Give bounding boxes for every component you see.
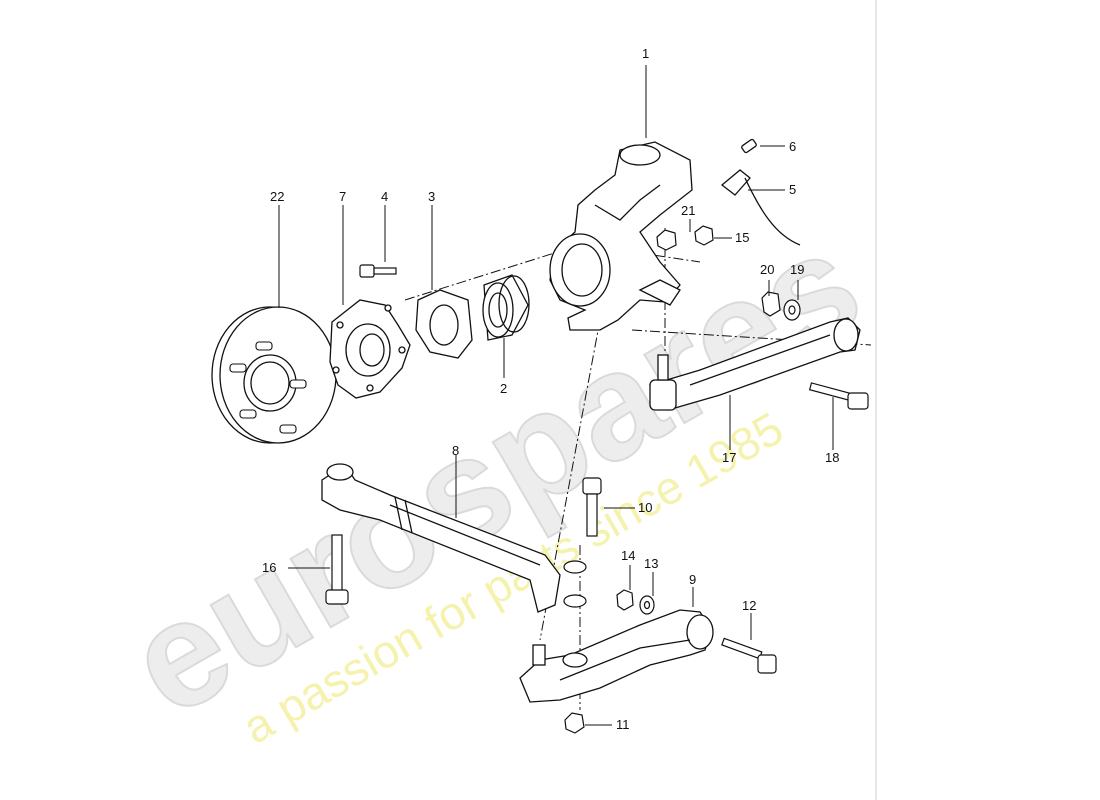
callout-21: 21 — [681, 203, 695, 218]
leader-lines — [278, 65, 834, 726]
bearing-part — [482, 274, 530, 341]
hub-flange-part — [329, 299, 411, 399]
brake-disc-part — [211, 306, 337, 444]
callout-7: 7 — [339, 189, 346, 204]
callout-2: 2 — [500, 381, 507, 396]
control-arm-part-9 — [519, 609, 714, 703]
callout-13: 13 — [644, 556, 658, 571]
callout-1: 1 — [642, 46, 649, 61]
callout-20: 20 — [760, 262, 774, 277]
callout-9: 9 — [689, 572, 696, 587]
retaining-plate-part — [415, 289, 473, 359]
bolt-part-4 — [359, 264, 397, 278]
callout-18: 18 — [825, 450, 839, 465]
callout-16: 16 — [262, 560, 276, 575]
link-part-17 — [648, 317, 861, 411]
callout-5: 5 — [789, 182, 796, 197]
spacer-washers — [563, 560, 587, 608]
wheel-carrier-part — [549, 141, 693, 331]
callout-22: 22 — [270, 189, 284, 204]
bolt-part-12 — [721, 637, 777, 674]
control-arm-part-8 — [321, 463, 561, 613]
callout-4: 4 — [381, 189, 388, 204]
bolt-part-18 — [808, 382, 869, 410]
nut-part-11 — [564, 712, 585, 734]
nuts-washers — [656, 225, 801, 321]
callout-6: 6 — [789, 139, 796, 154]
bolt-part-10 — [582, 477, 602, 537]
callout-12: 12 — [742, 598, 756, 613]
bolt-part-16 — [325, 534, 349, 605]
callout-19: 19 — [790, 262, 804, 277]
callout-3: 3 — [428, 189, 435, 204]
nut-washer-13-14 — [616, 589, 655, 615]
callout-17: 17 — [722, 450, 736, 465]
callout-10: 10 — [638, 500, 652, 515]
sensor-part — [720, 138, 801, 246]
callouts: 1 2 3 4 5 6 7 8 9 10 11 12 13 14 15 16 1… — [262, 46, 839, 732]
callout-11: 11 — [616, 717, 630, 732]
callout-14: 14 — [621, 548, 635, 563]
callout-15: 15 — [735, 230, 749, 245]
callout-8: 8 — [452, 443, 459, 458]
